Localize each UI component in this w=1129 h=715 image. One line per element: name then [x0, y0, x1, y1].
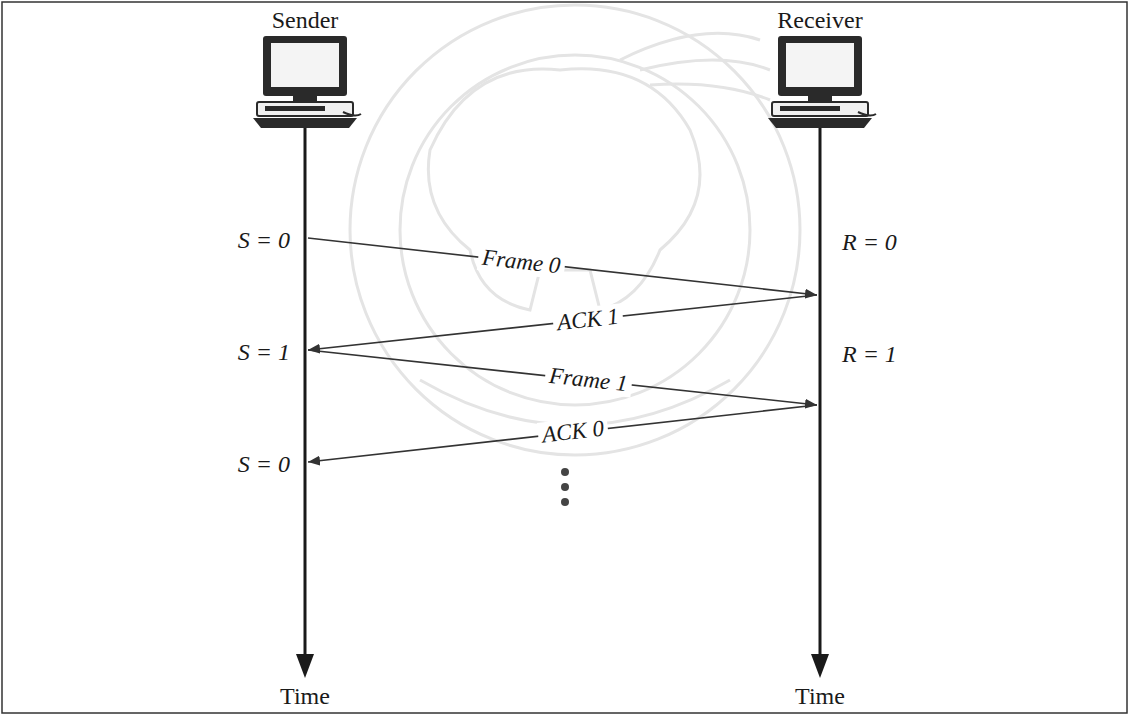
frame-arrow — [308, 405, 817, 462]
frame-label: ACK 0 — [536, 416, 608, 450]
sequence-number: R = 0 — [842, 228, 897, 256]
sequence-number: S = 0 — [238, 226, 290, 254]
frame-arrow — [308, 295, 817, 350]
sequence-number: R = 1 — [842, 340, 897, 368]
sequence-number: S = 0 — [238, 450, 290, 478]
station-name: Receiver — [773, 6, 866, 34]
timeline — [296, 128, 829, 678]
axis-label: Time — [280, 682, 330, 710]
station-name: Sender — [268, 6, 343, 34]
frame-arrow — [308, 238, 817, 295]
sequence-number: S = 1 — [238, 338, 290, 366]
computer-icon — [768, 36, 876, 128]
frame-label: Frame 0 — [477, 244, 566, 279]
watermark-emblem — [350, 5, 800, 455]
frame-label: ACK 1 — [552, 303, 624, 336]
ellipsis-dots — [561, 468, 569, 506]
station-label: Receiver — [773, 6, 866, 34]
computer-icon — [253, 36, 361, 128]
station-label: Sender — [268, 6, 343, 34]
axis-label: Time — [795, 682, 845, 710]
frame-arrow — [308, 350, 817, 405]
frame-label: Frame 1 — [544, 363, 633, 398]
